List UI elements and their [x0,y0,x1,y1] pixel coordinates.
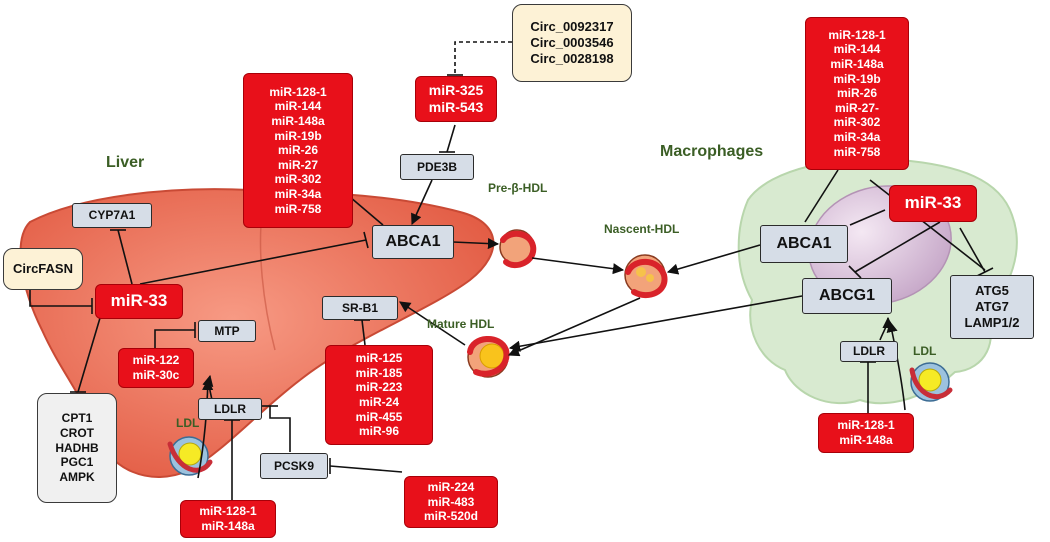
gene-item: CROT [60,426,94,441]
gene-item: CPT1 [61,411,93,426]
mirna-item: miR-128-1 [269,84,327,99]
mirna-item: miR-19b [833,71,881,86]
mirna-item: miR-122 [132,353,180,368]
circrna-item: Circ_0092317 [530,19,614,35]
gene-item: ATG5 [975,283,1009,299]
abcg1-box: ABCG1 [802,278,892,314]
mirna-item: miR-148a [839,433,893,447]
mirna-item: miR-302 [833,115,881,130]
gene-item: ATG7 [975,299,1009,315]
circfasn-box: CircFASN [3,248,83,290]
mirna-item: miR-128-1 [199,504,257,519]
liver-ldl-label: LDL [176,416,200,430]
mirna-item: miR-27 [277,157,318,172]
mtp-box: MTP [198,320,256,342]
mirna-item: miR-302 [274,172,322,187]
mirna-item: miR-27- [834,100,879,115]
circrna-item: Circ_0028198 [530,50,614,66]
mirna-item: miR-96 [358,424,399,439]
mirna-item: miR-128-1 [828,27,886,42]
srb1-mirna-box: miR-125 miR-185 miR-223 miR-24 miR-455 m… [325,345,433,445]
mirna-item: miR-144 [833,42,881,57]
macrophage-mir33-box: miR-33 [889,185,977,222]
macrophage-abca1-mirna-box: miR-128-1 miR-144 miR-148a miR-19b miR-2… [805,17,909,170]
macrophages-label: Macrophages [660,143,764,160]
mirna-item: miR-19b [274,128,322,143]
pcsk9-box: PCSK9 [260,453,328,479]
mirna-item: miR-185 [355,365,403,380]
liver-ldl-particle [167,436,213,476]
circrna-box: Circ_0092317 Circ_0003546 Circ_0028198 [512,4,632,82]
mirna-item: miR-26 [836,86,877,101]
mirna-item: miR-148a [271,113,325,128]
mirna-item: miR-30c [132,368,180,382]
mature-hdl-particle [467,336,510,378]
mature-hdl-label: Mature HDL [427,317,495,331]
mirna-item: miR-24 [358,395,399,409]
mirna-item: miR-758 [274,201,322,216]
pre-beta-hdl-label: Pre-β-HDL [488,181,548,195]
mirna-item: miR-144 [274,99,322,114]
nascent-hdl-particle [624,254,668,299]
mirna-item: miR-26 [277,143,318,158]
liver-abca1-mirna-box: miR-128-1 miR-144 miR-148a miR-19b miR-2… [243,73,353,228]
pre-beta-hdl-particle [499,229,537,269]
macrophage-ldlr-box: LDLR [840,341,898,362]
mirna-item: miR-543 [428,99,484,115]
mirna-item: miR-148a [201,519,255,533]
liver-mir33-box: miR-33 [95,284,183,319]
liver-label: Liver [106,154,145,171]
srb1-box: SR-B1 [322,296,398,320]
mirna-item: miR-148a [830,56,884,71]
mirna-item: miR-34a [833,130,881,145]
mirna-item: miR-758 [833,144,881,159]
nascent-hdl-label: Nascent-HDL [604,222,680,236]
gene-item: PGC1 [60,455,94,470]
gene-item: HADHB [55,440,99,455]
liver-abca1-box: ABCA1 [372,225,454,259]
liver-ldlr-mirna-box: miR-128-1 miR-148a [180,500,276,538]
mtp-mirna-box: miR-122 miR-30c [118,348,194,388]
circrna-item: Circ_0003546 [530,35,614,51]
macrophage-abca1-box: ABCA1 [760,225,848,263]
macrophage-ldl-label: LDL [913,344,937,358]
mirna-item: miR-224 [427,480,475,495]
mirna-item: miR-223 [355,380,403,395]
mirna-item: miR-483 [427,494,475,509]
macrophage-ldlr-mirna-box: miR-128-1 miR-148a [818,413,914,453]
cyp7a1-box: CYP7A1 [72,203,152,228]
mirna-item: miR-34a [274,187,322,202]
mirna-item: miR-128-1 [837,418,895,433]
mirna-item: miR-325 [428,81,484,98]
pcsk9-mirna-box: miR-224 miR-483 miR-520d [404,476,498,528]
mirna-item: miR-125 [355,351,403,366]
gene-item: AMPK [59,469,95,484]
pde3b-box: PDE3B [400,154,474,180]
mir33-target-box: CPT1 CROT HADHB PGC1 AMPK [37,393,117,503]
gene-item: LAMP1/2 [964,314,1020,330]
mirna-item: miR-520d [423,509,479,524]
mir325-box: miR-325 miR-543 [415,76,497,122]
mirna-item: miR-455 [355,409,403,424]
autophagy-gene-box: ATG5 ATG7 LAMP1/2 [950,275,1034,339]
macrophage-ldl-particle [909,362,953,402]
liver-ldlr-box: LDLR [198,398,262,420]
